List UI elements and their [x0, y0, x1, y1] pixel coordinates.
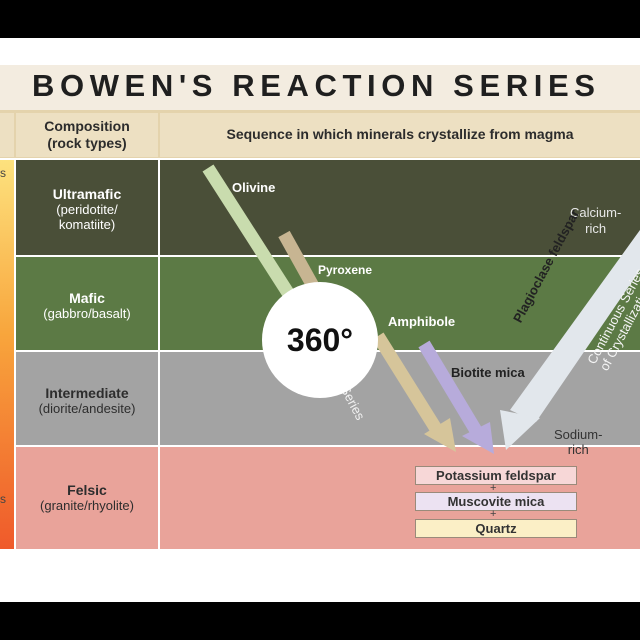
left-column-header: [0, 113, 14, 157]
mineral-label-pyroxene: Pyroxene: [318, 263, 373, 277]
diagram-title: BOWEN'S REACTION SERIES: [32, 68, 601, 103]
sodium-rich-line1: Sodium-: [554, 427, 603, 442]
row-cell-felsic: [16, 447, 158, 549]
rotation-360-badge[interactable]: 360°: [262, 282, 378, 398]
plus-sign: +: [490, 482, 497, 494]
calcium-rich-label: Calcium- rich: [570, 205, 621, 237]
calcium-rich-line2: rich: [585, 221, 607, 236]
mineral-label-olivine: Olivine: [232, 180, 276, 195]
row-label-mafic: Mafic (gabbro/basalt): [16, 290, 158, 321]
rock-type-example: komatiite): [58, 217, 116, 232]
rock-type-name: Felsic: [67, 482, 107, 498]
amphibole-arrow: [372, 332, 456, 452]
rock-type-example: (gabbro/basalt): [43, 306, 131, 321]
sodium-rich-line2: rich: [567, 442, 589, 457]
page: BOWEN'S REACTION SERIES Composition (roc…: [0, 38, 640, 602]
row-cell-ultramafic: [16, 160, 158, 255]
calcium-rich-line1: Calcium-: [570, 205, 622, 220]
mineral-label-biotite: Biotite mica: [451, 365, 525, 380]
temperature-gradient-bar: [0, 160, 14, 549]
sequence-header-text: Sequence in which minerals crystallize f…: [226, 126, 574, 142]
plagioclase-arrow: [500, 230, 640, 450]
rock-type-name: Mafic: [69, 290, 105, 306]
mineral-box-muscovite: Muscovite mica: [415, 492, 577, 511]
row-label-intermediate: Intermediate (diorite/andesite): [16, 385, 158, 416]
composition-header: Composition (rock types): [16, 113, 158, 157]
composition-header-line1: Composition: [44, 118, 130, 134]
row-label-felsic: Felsic (granite/rhyolite): [16, 482, 158, 513]
biotite-arrow: [418, 340, 494, 454]
rock-type-example: (diorite/andesite): [38, 401, 136, 416]
mineral-label-amphibole: Amphibole: [388, 314, 456, 329]
left-fragment-top: s: [0, 166, 6, 180]
row-cell-intermediate: [16, 352, 158, 445]
mineral-box-quartz: Quartz: [415, 519, 577, 538]
rock-type-example: (granite/rhyolite): [40, 498, 134, 513]
rock-type-name: Intermediate: [45, 385, 129, 401]
composition-header-line2: (rock types): [47, 135, 127, 151]
row-label-ultramafic: Ultramafic (peridotite/ komatiite): [16, 186, 158, 232]
olivine-arrow: [202, 164, 296, 300]
sodium-rich-label: Sodium- rich: [554, 427, 602, 457]
band-mafic: [160, 257, 640, 350]
rock-type-name: Ultramafic: [52, 186, 122, 202]
plus-sign: +: [490, 508, 497, 520]
row-cell-mafic: [16, 257, 158, 350]
mineral-box-potassium-feldspar: Potassium feldspar: [415, 466, 577, 485]
sequence-header: Sequence in which minerals crystallize f…: [160, 113, 640, 157]
title-bar: [0, 65, 640, 111]
left-fragment-bottom: s: [0, 492, 6, 506]
rock-type-example: (peridotite/: [56, 202, 118, 217]
